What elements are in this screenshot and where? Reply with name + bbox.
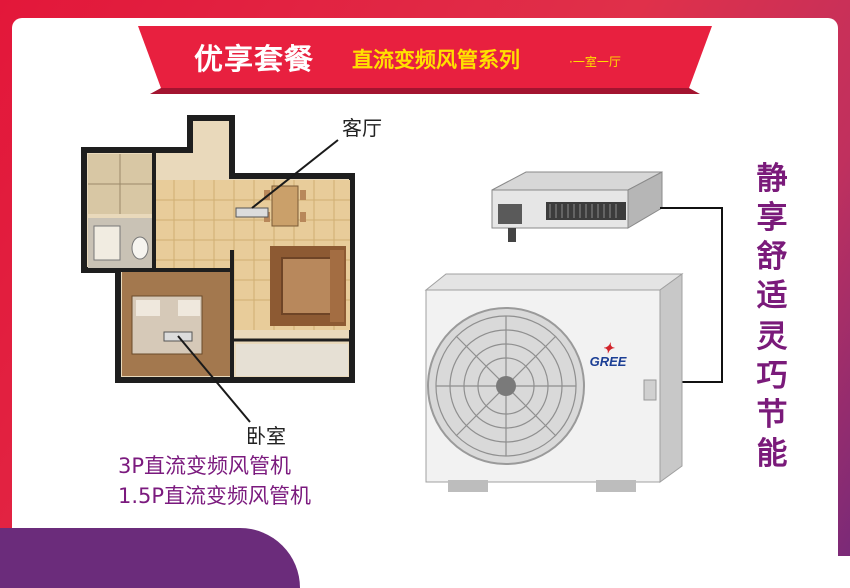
header-sub-note: ·一室一厅 <box>569 55 621 69</box>
outdoor-unit-image <box>424 273 684 492</box>
header-ribbon-shadow <box>150 88 700 94</box>
gree-logo: ✦ GREE <box>578 340 638 369</box>
header-sub-title: 直流变频风管系列 <box>352 48 520 72</box>
bedroom-label: 卧室 <box>246 424 286 448</box>
gree-logo-mark: ✦ <box>602 340 614 356</box>
header-main-title: 优享套餐 <box>194 42 315 76</box>
gree-logo-text: GREE <box>589 354 627 369</box>
slogan-column-1: 静享舒适 <box>756 161 788 314</box>
spec-line-1-5p: 1.5P直流变频风管机 <box>118 484 312 508</box>
slogan-column-2: 灵巧节能 <box>756 319 788 472</box>
indoor-duct-unit-image <box>491 171 663 242</box>
header-ribbon <box>138 26 712 88</box>
pipe-connection <box>660 207 723 383</box>
living-room-label: 客厅 <box>342 116 382 140</box>
floorplan-illustration <box>81 115 355 423</box>
spec-line-3p: 3P直流变频风管机 <box>118 454 292 478</box>
